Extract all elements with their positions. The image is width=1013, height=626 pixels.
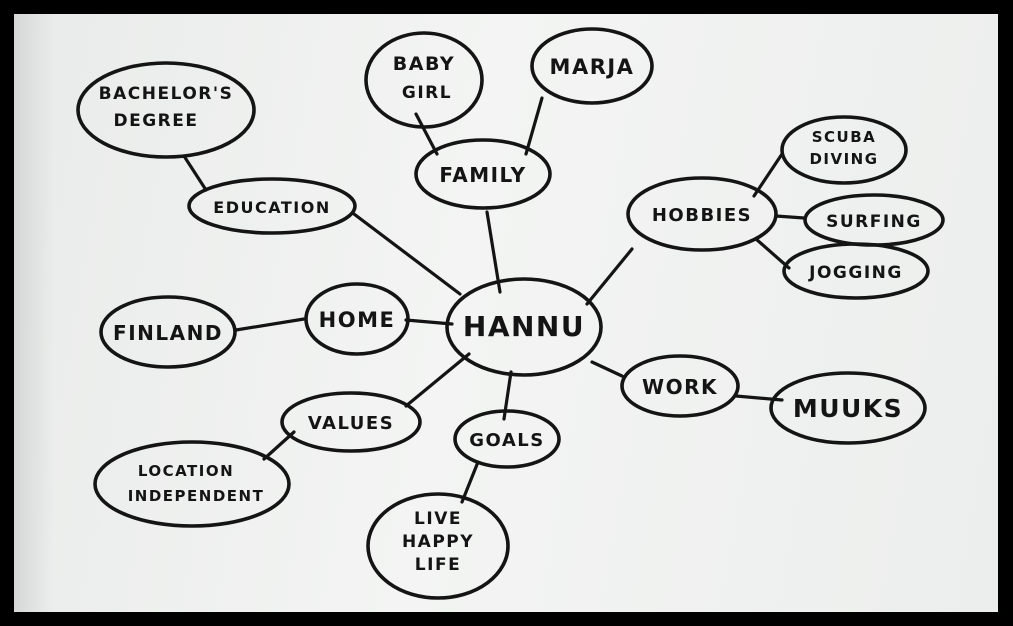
connector-hobbies-jogging bbox=[754, 237, 791, 270]
family-label: FAMILY bbox=[439, 163, 526, 187]
connector-family-marja bbox=[524, 96, 544, 156]
hobbies-bubble bbox=[626, 176, 778, 252]
live-happy-life-label-line-2: HAPPY bbox=[402, 532, 474, 552]
scuba-diving-label-line-1: SCUBA bbox=[812, 128, 877, 146]
jogging-label: JOGGING bbox=[808, 263, 903, 283]
connector-family-babygirl bbox=[414, 112, 439, 156]
mind-map: HANNU FAMILY BABY GIRL MARJA EDUCATION B… bbox=[76, 27, 945, 600]
center-label: HANNU bbox=[463, 310, 585, 343]
values-label: VALUES bbox=[308, 413, 394, 434]
finland-label: FINLAND bbox=[113, 321, 223, 345]
connector-center-family bbox=[485, 210, 502, 294]
work-label: WORK bbox=[642, 375, 718, 399]
location-independent-label-line-2: INDEPENDENT bbox=[128, 487, 265, 505]
connector-center-education bbox=[352, 212, 462, 296]
location-independent-bubble bbox=[93, 440, 291, 528]
home-bubble bbox=[304, 282, 410, 356]
marja-bubble bbox=[530, 27, 654, 105]
hobbies-label: HOBBIES bbox=[652, 205, 752, 226]
jogging-bubble bbox=[782, 242, 930, 300]
center-bubble bbox=[445, 277, 603, 377]
baby-girl-bubble bbox=[364, 31, 484, 129]
bachelors-degree-bubble bbox=[76, 61, 256, 159]
work-bubble bbox=[620, 354, 740, 418]
connector-center-hobbies bbox=[585, 247, 634, 306]
connector-goals-life bbox=[460, 460, 480, 504]
node-labels: HANNU FAMILY BABY GIRL MARJA EDUCATION B… bbox=[99, 53, 922, 575]
connector-center-home bbox=[404, 318, 454, 326]
finland-bubble bbox=[99, 295, 237, 369]
muuks-bubble bbox=[769, 371, 927, 445]
values-bubble bbox=[280, 391, 422, 453]
muuks-label: MUUKS bbox=[793, 394, 903, 423]
scuba-diving-bubble bbox=[780, 115, 908, 185]
family-bubble bbox=[414, 138, 552, 210]
connector-center-values bbox=[404, 352, 471, 408]
bachelors-degree-label-line-1: BACHELOR'S bbox=[99, 84, 234, 104]
live-happy-life-label-line-1: LIVE bbox=[414, 509, 462, 529]
marja-label: MARJA bbox=[550, 55, 635, 79]
paper-shadow bbox=[14, 14, 54, 612]
education-label: EDUCATION bbox=[213, 198, 330, 217]
baby-girl-label-line-2: GIRL bbox=[402, 83, 452, 103]
connector-education-degree bbox=[182, 154, 208, 192]
node-bubbles bbox=[76, 27, 945, 600]
education-bubble bbox=[187, 177, 357, 235]
live-happy-life-bubble bbox=[366, 492, 510, 600]
goals-label: GOALS bbox=[469, 430, 544, 451]
baby-girl-label-line-1: BABY bbox=[393, 53, 455, 75]
connector-center-work bbox=[590, 360, 624, 378]
location-independent-label-line-1: LOCATION bbox=[138, 462, 234, 480]
live-happy-life-label-line-3: LIFE bbox=[415, 555, 461, 575]
goals-bubble bbox=[453, 409, 561, 469]
scuba-diving-label-line-2: DIVING bbox=[809, 150, 878, 168]
connectors bbox=[182, 96, 806, 504]
connector-home-finland bbox=[234, 317, 306, 332]
surfing-label: SURFING bbox=[826, 212, 922, 232]
connector-hobbies-surfing bbox=[774, 214, 806, 220]
paper-sheet: HANNU FAMILY BABY GIRL MARJA EDUCATION B… bbox=[14, 14, 998, 612]
home-label: HOME bbox=[319, 308, 396, 332]
bachelors-degree-label-line-2: DEGREE bbox=[114, 111, 199, 131]
